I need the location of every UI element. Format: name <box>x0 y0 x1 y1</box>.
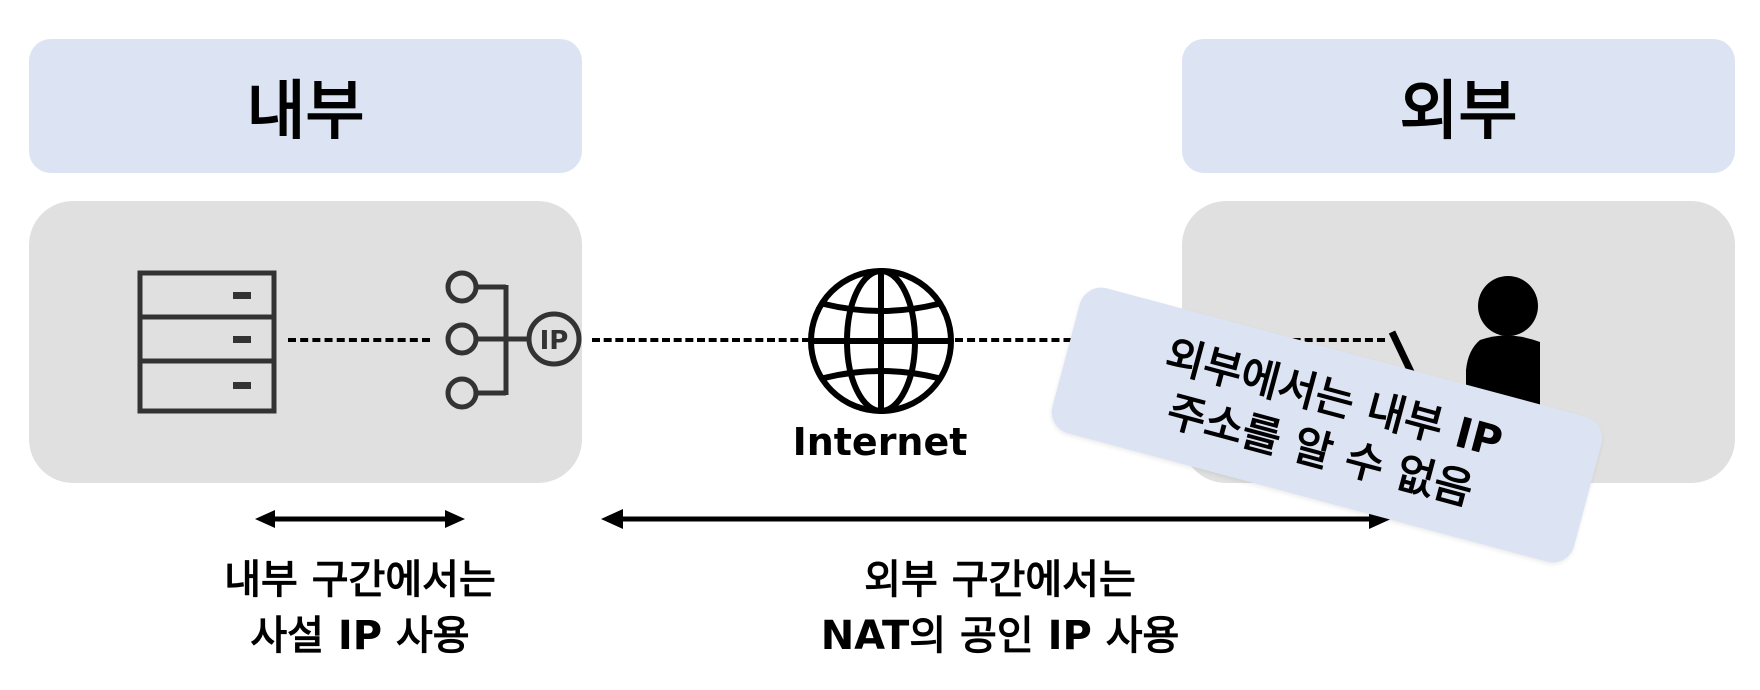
internal-header: 내부 <box>29 39 582 173</box>
internet-label: Internet <box>792 420 968 464</box>
server-to-network-link <box>288 338 430 342</box>
network-ip-icon: IP <box>445 270 582 410</box>
server-icon <box>137 270 277 414</box>
external-caption: 외부 구간에서는 NAT의 공인 IP 사용 <box>740 552 1260 664</box>
internal-caption: 내부 구간에서는 사설 IP 사용 <box>160 552 560 664</box>
network-to-internet-link <box>592 338 810 342</box>
globe-icon <box>808 268 954 414</box>
internal-range-arrow <box>255 510 465 528</box>
internal-zone <box>29 201 582 483</box>
external-header-label: 외부 <box>1399 75 1518 149</box>
internal-caption-line-1: 내부 구간에서는 <box>224 557 496 603</box>
ip-badge-text: IP <box>540 326 569 356</box>
internal-caption-line-2: 사설 IP 사용 <box>250 613 470 659</box>
external-caption-line-1: 외부 구간에서는 <box>864 557 1136 603</box>
internal-header-label: 내부 <box>246 75 365 149</box>
external-caption-line-2: NAT의 공인 IP 사용 <box>820 613 1180 659</box>
external-range-arrow <box>601 509 1391 529</box>
external-header: 외부 <box>1182 39 1735 173</box>
